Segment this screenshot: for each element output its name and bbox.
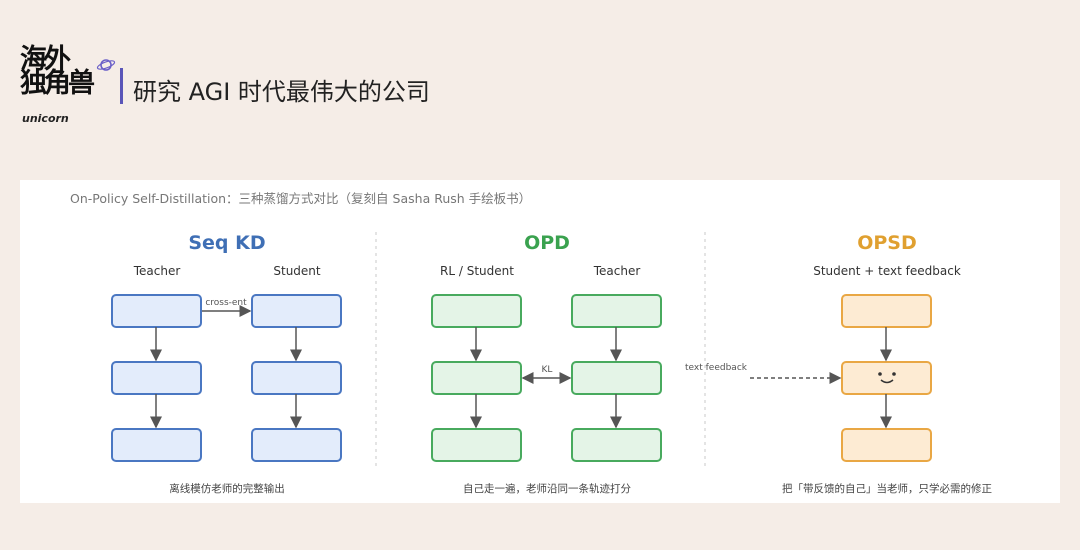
header-divider (120, 68, 123, 104)
opsd-title: OPSD (857, 232, 917, 254)
logo-text-line-1: 海外 (20, 44, 71, 75)
seqkd-column-teacher: Teacher (133, 264, 181, 278)
page-title: 研究 AGI 时代最伟大的公司 (133, 78, 430, 106)
seqkd-teacher-box-2 (111, 361, 202, 395)
logo: 海外 独角兽 unicorn (20, 44, 116, 128)
opd-title: OPD (524, 232, 570, 254)
seqkd-footer: 离线模仿老师的完整输出 (169, 482, 285, 495)
logo-text-line-2: 独角兽 (20, 68, 95, 99)
opsd-box-3 (841, 428, 932, 462)
seqkd-student-box-3 (251, 428, 342, 462)
seqkd-cross-ent-label: cross-ent (205, 298, 247, 308)
opd-column-rl-student: RL / Student (440, 264, 514, 278)
seqkd-student-box-1 (251, 294, 342, 328)
opd-teacher-box-2 (571, 361, 662, 395)
opsd-footer: 把「带反馈的自己」当老师，只学必需的修正 (782, 482, 992, 495)
opd-column-teacher: Teacher (593, 264, 641, 278)
opd-teacher-box-1 (571, 294, 662, 328)
opd-teacher-box-3 (571, 428, 662, 462)
planet-icon (96, 59, 116, 71)
opd-footer: 自己走一遍，老师沿同一条轨迹打分 (463, 482, 631, 495)
opsd-text-feedback-label: text feedback (685, 363, 748, 373)
seqkd-title: Seq KD (188, 232, 265, 254)
seqkd-teacher-box-1 (111, 294, 202, 328)
logo-brand: unicorn (22, 112, 69, 125)
opd-student-box-1 (431, 294, 522, 328)
opsd-box-1 (841, 294, 932, 328)
seqkd-student-box-2 (251, 361, 342, 395)
opd-kl-label: KL (542, 365, 553, 375)
opd-student-box-2 (431, 361, 522, 395)
logo-text: 海外 独角兽 (20, 44, 110, 99)
opsd-box-2 (841, 361, 932, 395)
opsd-column-label: Student + text feedback (813, 264, 961, 278)
opd-student-box-3 (431, 428, 522, 462)
smiley-face-icon (878, 372, 896, 384)
distillation-diagram: On-Policy Self-Distillation：三种蒸馏方式对比（复刻自… (70, 191, 992, 495)
seqkd-teacher-box-3 (111, 428, 202, 462)
figure-panel: On-Policy Self-Distillation：三种蒸馏方式对比（复刻自… (20, 180, 1060, 503)
seqkd-column-student: Student (273, 264, 321, 278)
figure-caption: On-Policy Self-Distillation：三种蒸馏方式对比（复刻自… (70, 191, 531, 206)
